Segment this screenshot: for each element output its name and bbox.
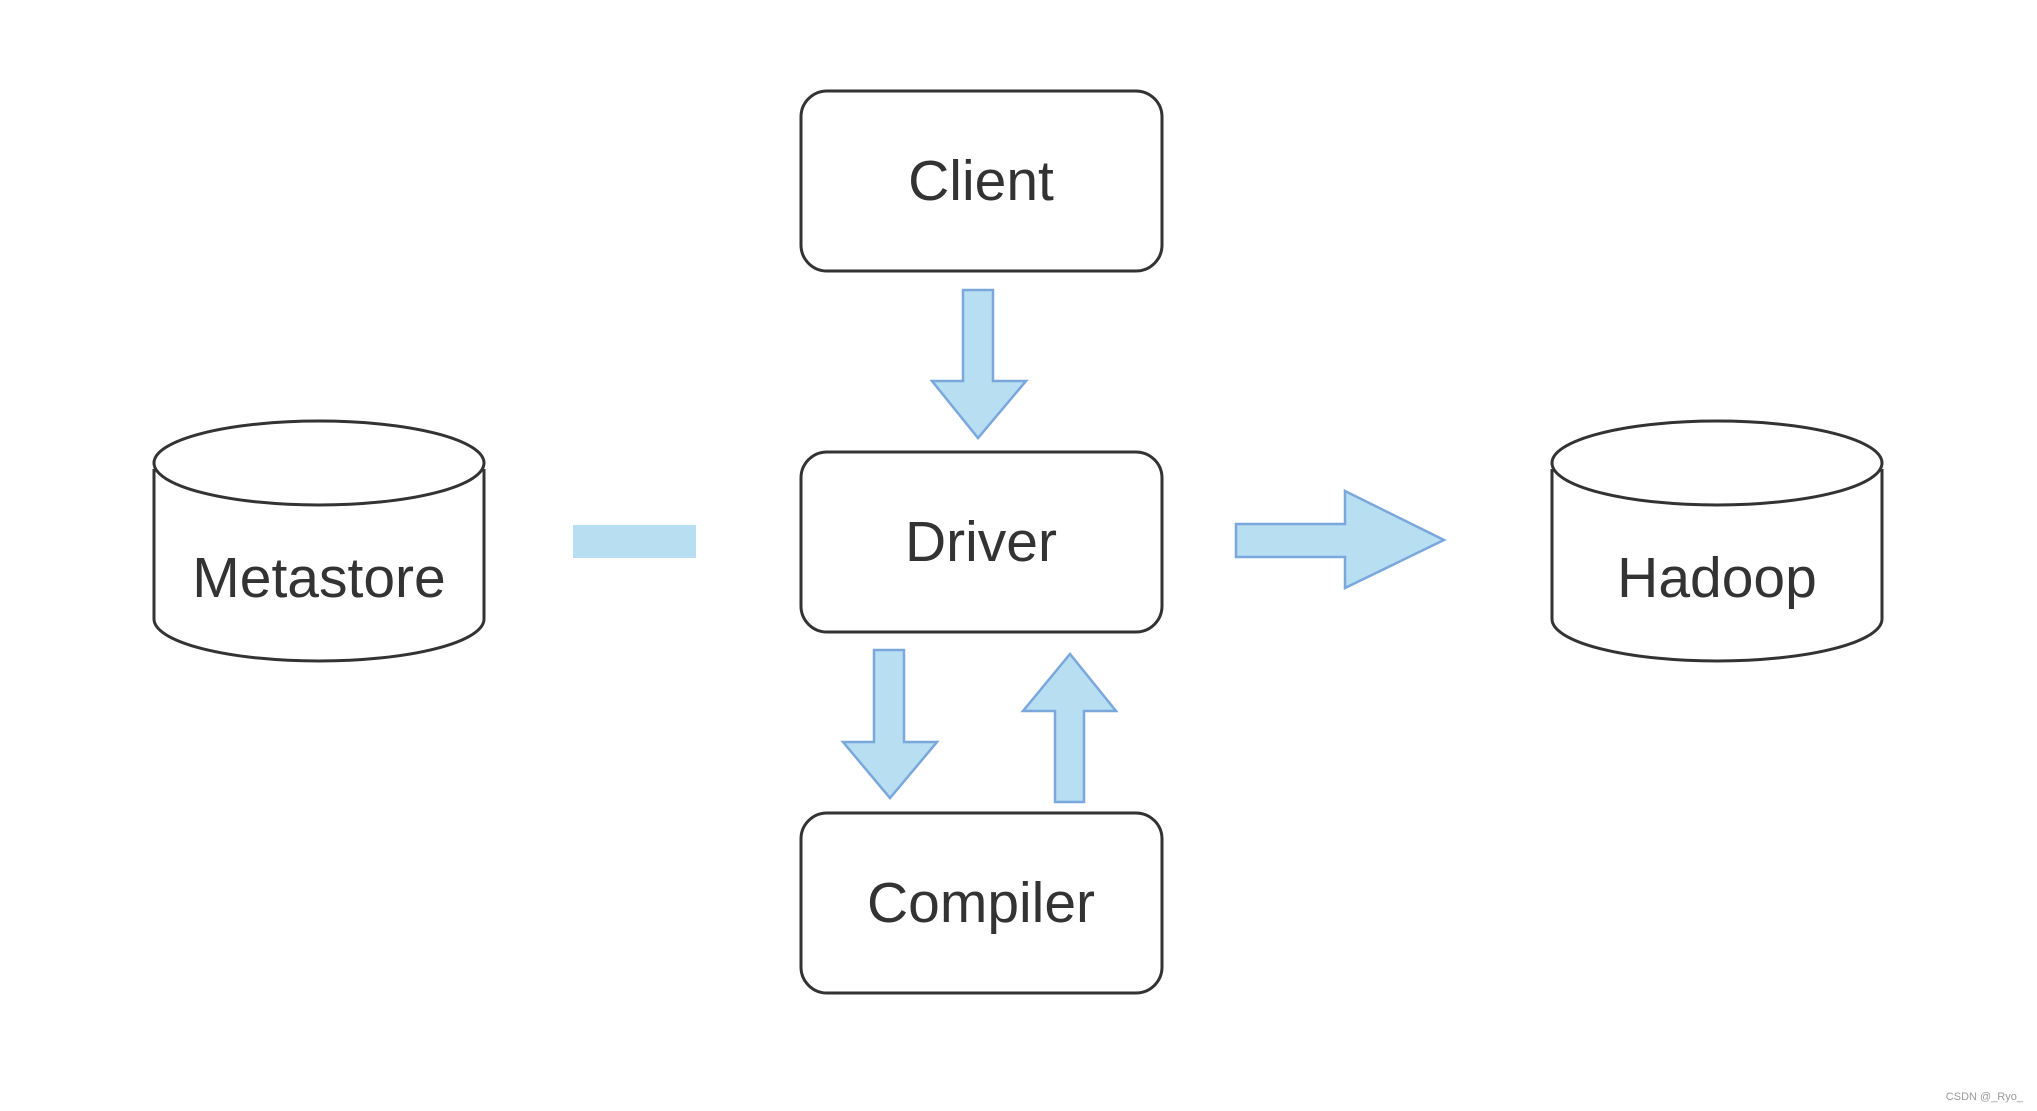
hadoop-node: Hadoop — [1550, 419, 1884, 663]
metastore-node: Metastore — [152, 419, 486, 663]
compiler-label: Compiler — [867, 871, 1095, 935]
driver-to-hadoop-arrow — [1234, 488, 1447, 590]
driver-node: Driver — [799, 450, 1164, 634]
watermark: CSDN @_Ryo_ — [1945, 1091, 2023, 1103]
driver-to-compiler-arrow — [840, 648, 940, 800]
driver-label: Driver — [905, 510, 1057, 574]
client-to-driver-arrow — [929, 288, 1029, 440]
compiler-node: Compiler — [799, 811, 1164, 995]
metastore-label: Metastore — [192, 546, 445, 610]
client-label: Client — [908, 149, 1054, 213]
compiler-to-driver-arrow — [1020, 652, 1119, 804]
metastore-driver-connector — [573, 525, 696, 558]
client-node: Client — [799, 89, 1164, 273]
hadoop-label: Hadoop — [1617, 546, 1817, 610]
